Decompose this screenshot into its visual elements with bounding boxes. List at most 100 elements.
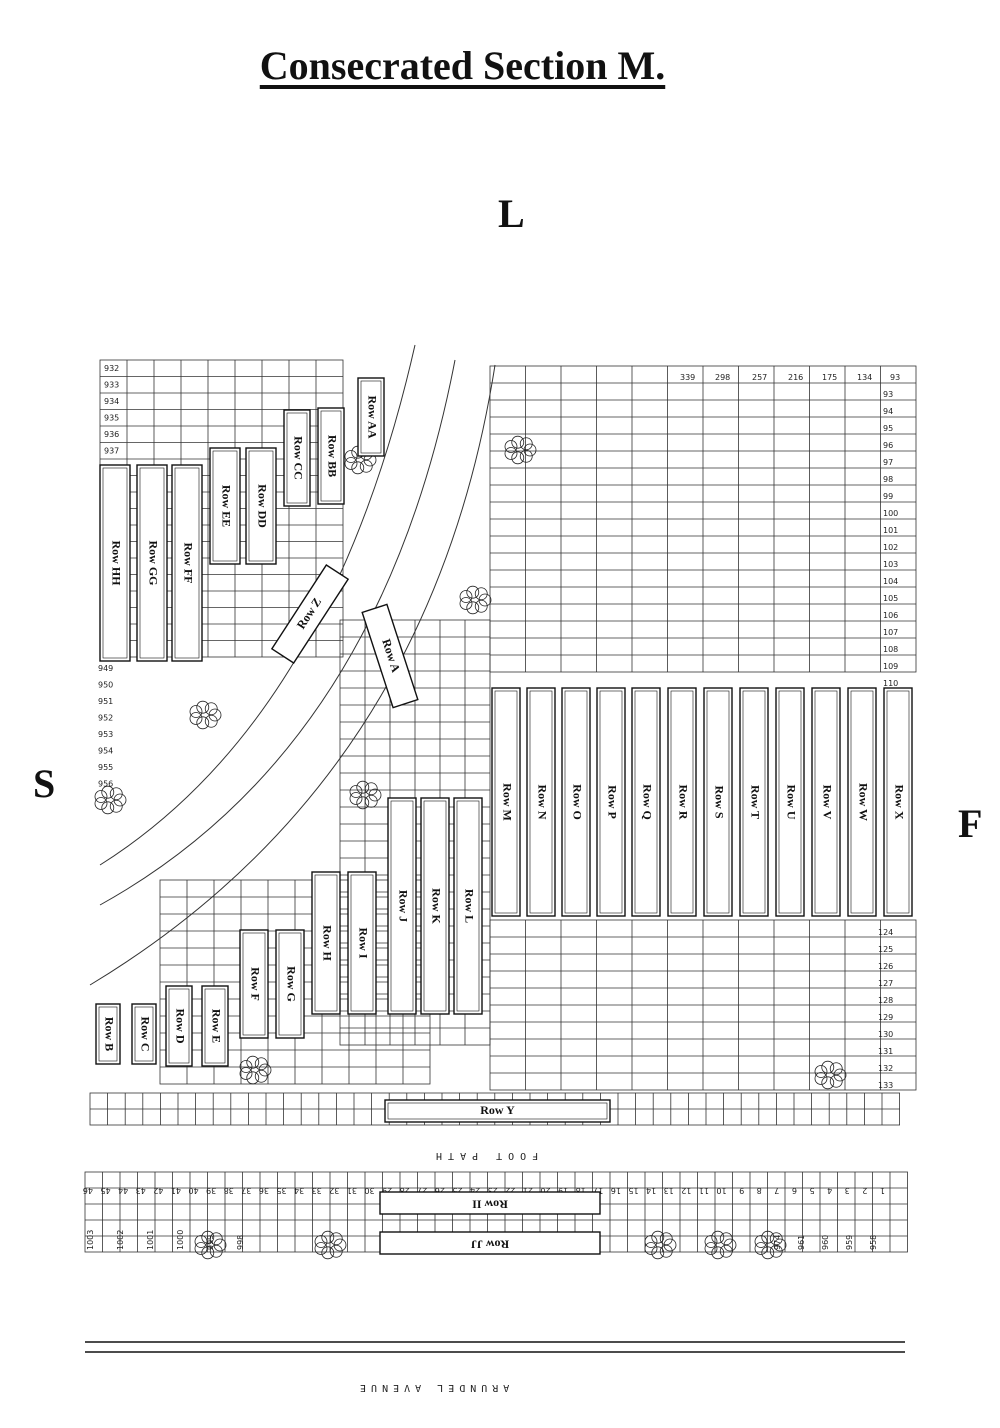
plot-number: 951 [98, 697, 113, 706]
plot-number: 14 [646, 1186, 656, 1195]
footpath-label: FOOT PATH [430, 1150, 539, 1161]
plot-number: 4 [827, 1186, 832, 1195]
row-box: Row A [361, 603, 419, 709]
tree-icon [239, 1055, 272, 1085]
row-label: Row S [712, 785, 726, 818]
row-label: Row II [472, 1197, 508, 1211]
row-label: Row F [248, 967, 262, 1001]
plot-number: 31 [347, 1186, 357, 1195]
plot-number: 108 [883, 645, 898, 654]
row-label: Row DD [255, 484, 269, 528]
row-box: Row U [775, 687, 805, 917]
row-label: Row C [138, 1017, 152, 1052]
plot-number: 33 [312, 1186, 322, 1195]
plot-number: 101 [883, 526, 898, 535]
plot-number: 8 [757, 1186, 762, 1195]
plot-number: 129 [878, 1013, 893, 1022]
plot-number: 1000 [176, 1230, 185, 1250]
plot-number: 950 [98, 681, 113, 690]
plot-number: 99 [883, 492, 893, 501]
plot-number: 97 [883, 458, 893, 467]
plot-number: 6 [792, 1186, 797, 1195]
plot-grid-lower-right [489, 919, 917, 1091]
tree-icon [194, 1230, 227, 1260]
row-label: Row E [209, 1009, 223, 1043]
plot-number: 952 [98, 714, 113, 723]
avenue-label: ARUNDEL AVENUE [355, 1382, 510, 1393]
tree-icon [704, 1230, 737, 1260]
plot-number: 41 [171, 1186, 181, 1195]
plot-number: 96 [883, 441, 893, 450]
plot-number: 46 [83, 1186, 93, 1195]
row-box: Row EE [209, 447, 241, 565]
plot-number: 9 [739, 1186, 744, 1195]
plot-number: 17 [593, 1186, 603, 1195]
plot-number: 960 [821, 1235, 830, 1250]
tree-icon [349, 780, 382, 810]
row-label: Row J [396, 890, 410, 922]
tree-icon [504, 435, 537, 465]
row-box: Row Q [631, 687, 661, 917]
row-label: Row CC [291, 436, 305, 480]
tree-icon [189, 700, 222, 730]
plot-number: 932 [104, 364, 119, 373]
plot-number: 955 [98, 763, 113, 772]
plot-number: 126 [878, 962, 893, 971]
east-label: F [958, 801, 983, 846]
plot-number: 953 [98, 730, 113, 739]
plot-number: 13 [664, 1186, 674, 1195]
row-label: Row M [500, 783, 514, 821]
plot-number: 35 [276, 1186, 286, 1195]
row-box: Row F [239, 929, 269, 1039]
plot-number: 958 [869, 1235, 878, 1250]
north-label: L [498, 191, 525, 236]
row-box: Row J [387, 797, 417, 1015]
plot-number: 39 [206, 1186, 216, 1195]
plot-number: 45 [100, 1186, 110, 1195]
row-box: Row N [526, 687, 556, 917]
plot-number: 98 [883, 475, 893, 484]
row-box: Row II [379, 1191, 601, 1215]
plot-number: 216 [788, 373, 803, 382]
footpath-curve-inner [99, 359, 456, 906]
plot-number: 37 [241, 1186, 251, 1195]
plot-number: 106 [883, 611, 898, 620]
row-label: Row H [320, 925, 334, 961]
plot-number: 936 [104, 430, 119, 439]
tree-icon [94, 785, 127, 815]
plot-number: 5 [810, 1186, 815, 1195]
row-label: Row I [356, 927, 370, 958]
row-label: Row JJ [471, 1237, 509, 1251]
plot-number: 109 [883, 662, 898, 671]
plot-number: 959 [845, 1235, 854, 1250]
row-label: Row GG [146, 541, 160, 586]
plot-number: 1002 [116, 1230, 125, 1250]
plot-number: 999 [206, 1235, 215, 1250]
plot-number: 339 [680, 373, 695, 382]
tree-icon [814, 1060, 847, 1090]
row-label: Row U [784, 785, 798, 820]
row-box: Row H [311, 871, 341, 1015]
row-box: Row S [703, 687, 733, 917]
plot-number: 127 [878, 979, 893, 988]
plot-number: 3 [845, 1186, 850, 1195]
plot-number: 26 [435, 1186, 445, 1195]
plot-number: 961 [797, 1235, 806, 1250]
plot-number: 27 [417, 1186, 427, 1195]
plot-number: 110 [883, 679, 898, 688]
row-label: Row W [856, 783, 870, 821]
plot-number: 93 [890, 373, 900, 382]
plot-number: 954 [98, 747, 113, 756]
row-box: Row BB [317, 407, 345, 505]
plot-number: 100 [883, 509, 898, 518]
row-label: Row O [570, 784, 584, 820]
tree-icon [314, 1230, 347, 1260]
plot-number: 12 [681, 1186, 691, 1195]
row-label: Row Q [640, 784, 654, 820]
tree-icon [644, 1230, 677, 1260]
row-box: Row C [131, 1003, 157, 1065]
row-label: Row EE [219, 485, 233, 527]
plot-number: 21 [523, 1186, 533, 1195]
tree-icon [754, 1230, 787, 1260]
